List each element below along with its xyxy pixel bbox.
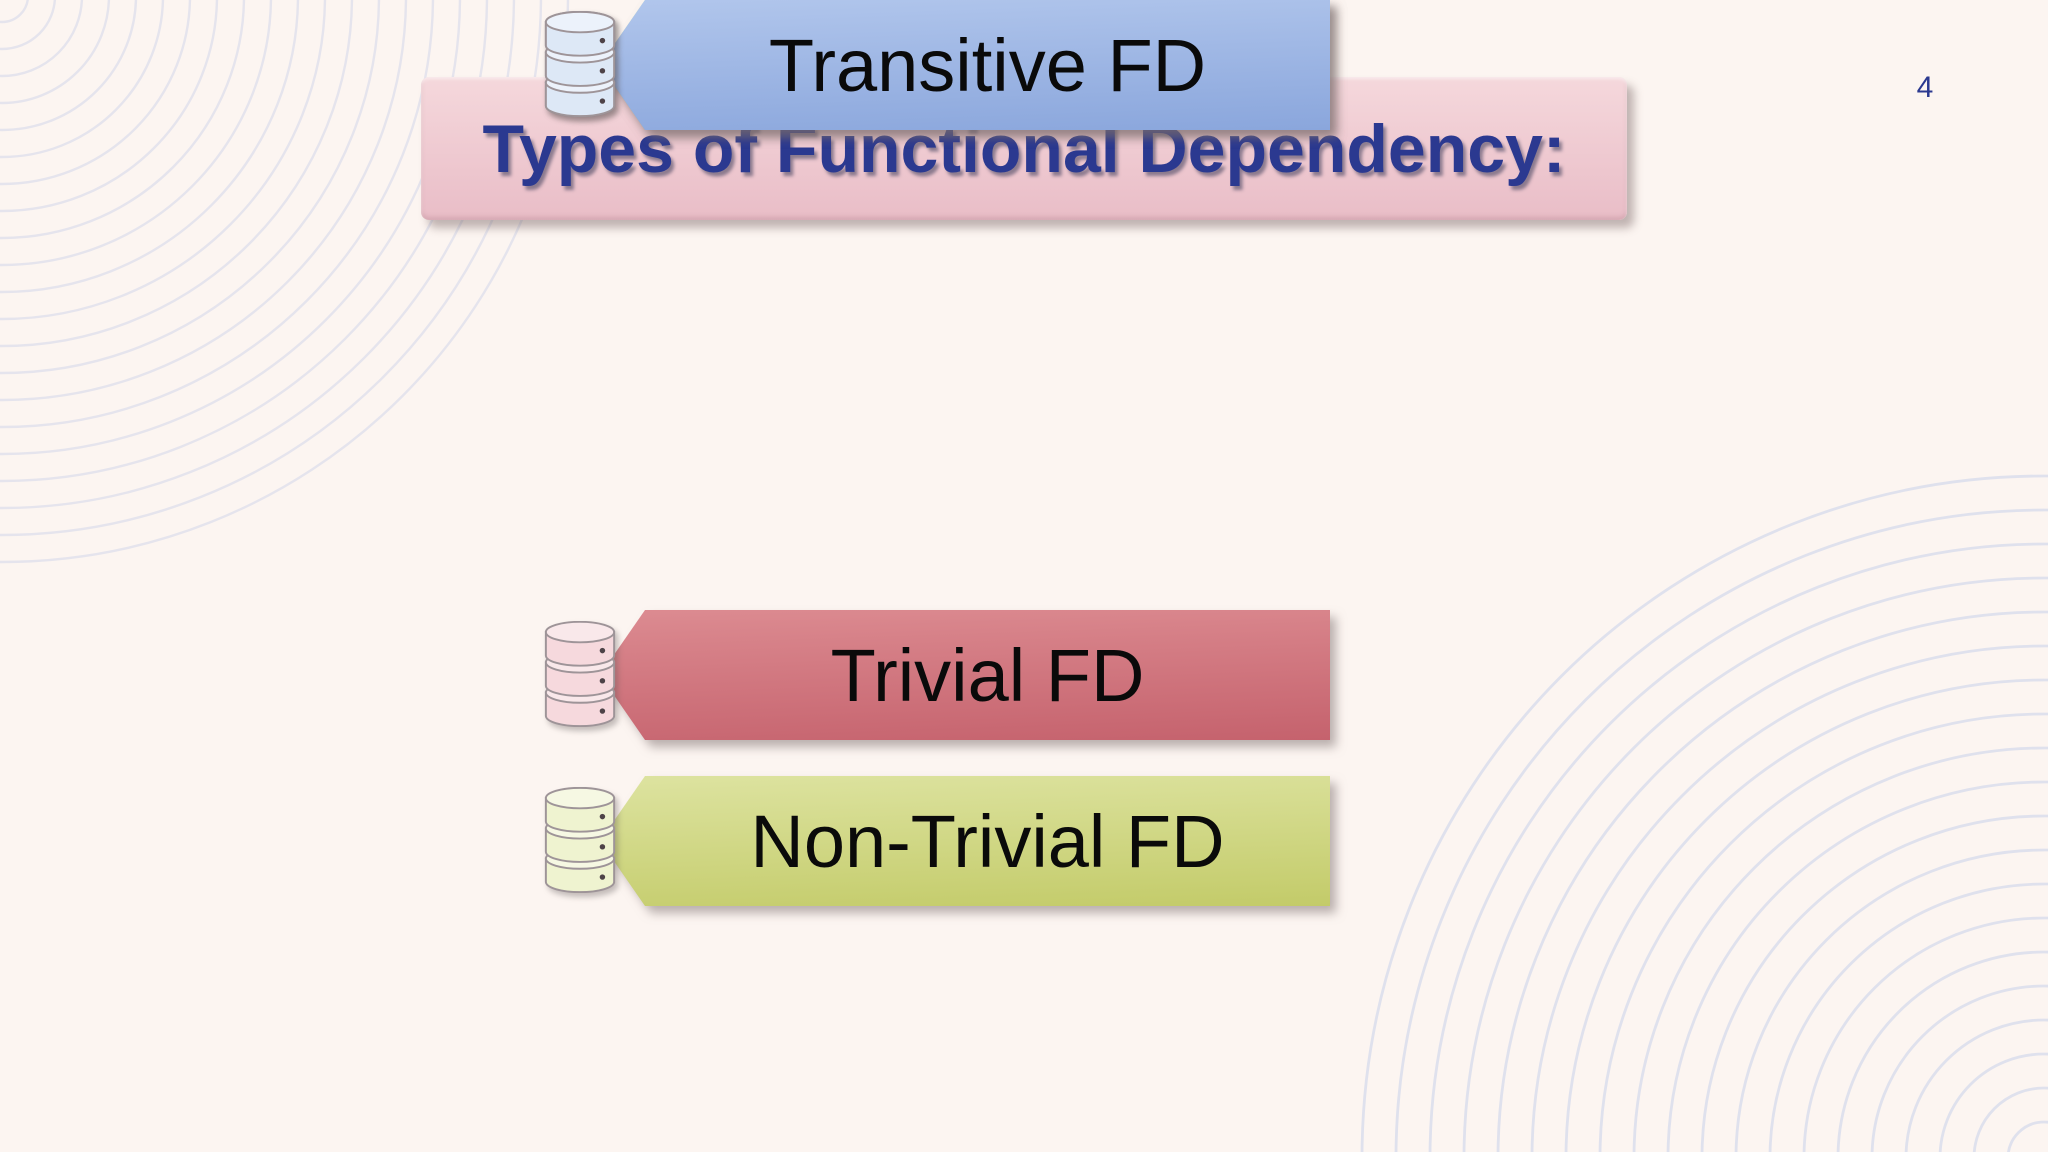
fd-type-label: Transitive FD [768,23,1207,107]
fd-type-label: Trivial FD [830,633,1145,717]
database-icon [544,11,616,117]
fd-type-label: Non-Trivial FD [750,799,1225,883]
fd-type-banner: Trivial FD [600,610,1330,740]
page-number: 4 [1916,71,1934,104]
fd-type-item: Transitive FD [541,0,1330,130]
fd-type-item: Non-Trivial FD [541,776,1330,906]
fd-type-item: Trivial FD [541,610,1330,740]
database-icon [544,621,616,727]
database-icon [544,787,616,893]
fd-type-banner: Non-Trivial FD [600,776,1330,906]
fd-type-banner: Transitive FD [600,0,1330,130]
